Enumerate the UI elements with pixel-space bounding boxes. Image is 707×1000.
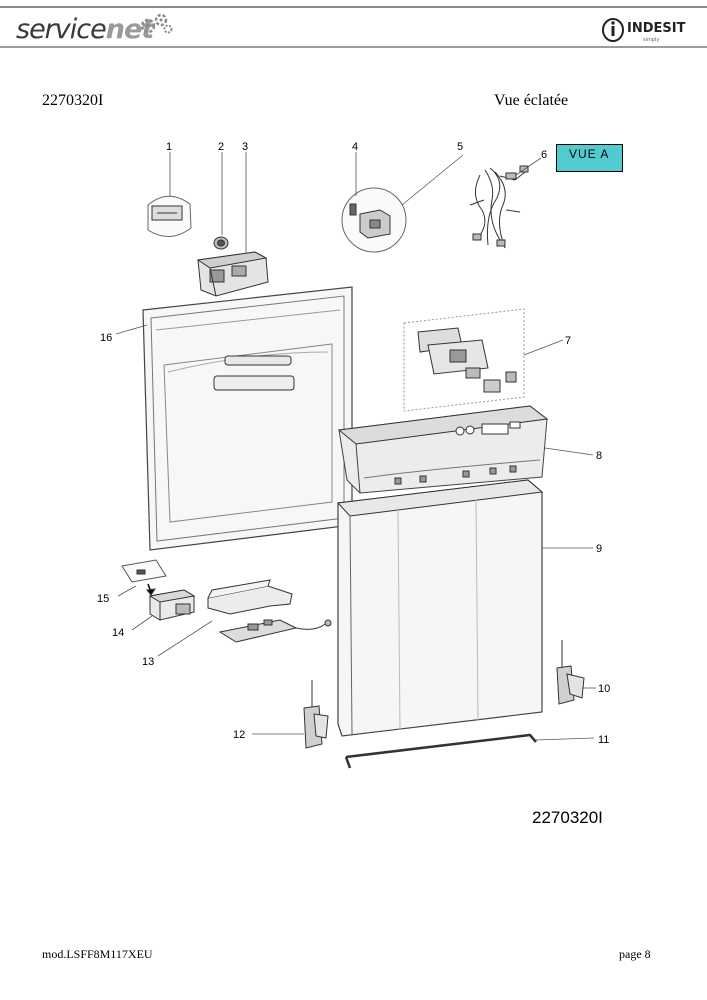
indesit-tagline: simply [643,37,660,43]
part-14-module-box [148,589,196,621]
part-2-knob [213,236,229,250]
document-code: 2270320I [42,92,104,109]
part-3-control-housing [196,251,269,297]
footer-page-number: page 8 [619,947,651,961]
part-11-rod [344,733,537,769]
diagram-code: 2270320I [532,808,603,827]
part-12-hinge-left [303,680,329,749]
callout-7: 7 [565,335,571,347]
part-4-switch-inset [341,187,407,253]
gears-icon [140,13,173,34]
header-rule-bottom [0,46,707,48]
document-title: Vue éclatée [494,92,569,109]
part-13-circuit-board [207,579,332,643]
indesit-mark-icon [602,18,624,42]
part-8-control-fascia [337,405,549,494]
part-16-inner-door-panel [142,286,353,551]
callout-2: 2 [218,141,224,153]
callout-3: 3 [242,141,248,153]
part-1-display-module [147,195,192,237]
callout-4: 4 [352,141,358,153]
callout-numbers: 1 2 3 4 5 6 7 8 9 10 11 12 13 14 15 16 [97,141,610,746]
view-a-label: VUE A [556,144,623,172]
callout-11: 11 [598,734,609,746]
callout-16: 16 [100,332,112,344]
part-15-label-sticker [121,559,167,596]
callout-9: 9 [596,543,602,555]
footer-model: mod.LSFF8M117XEU [42,947,153,961]
callout-8: 8 [596,450,602,462]
callout-13: 13 [142,656,154,668]
indesit-wordmark: INDESIT [627,21,686,36]
indesit-logo: INDESIT simply [601,18,699,44]
header-rule-top [0,6,707,8]
callout-12: 12 [233,729,245,741]
part-6-wiring-harness [469,165,529,249]
header-bar: servicenet INDESIT simply [0,0,707,50]
part-9-outer-door-panel [336,479,544,737]
callout-1: 1 [166,141,172,153]
logo-text-service: service [16,14,107,45]
leader-lines [115,152,596,741]
callout-10: 10 [598,683,610,695]
callout-6: 6 [541,149,547,161]
callout-5: 5 [457,141,463,153]
callout-15: 15 [97,593,109,605]
part-7-inset-group [403,308,525,412]
part-10-hinge-right [556,640,585,705]
callout-14: 14 [112,627,124,639]
